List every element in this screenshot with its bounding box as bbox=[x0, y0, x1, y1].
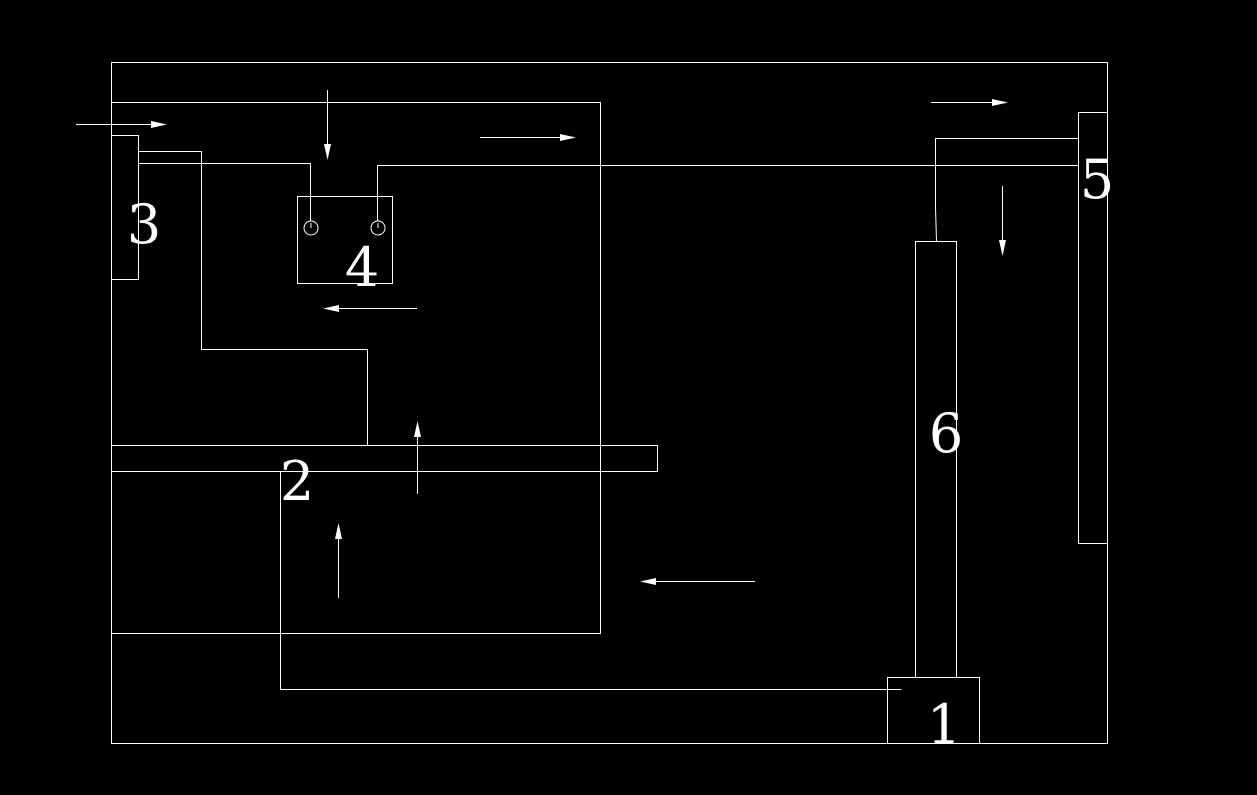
flow-arrow-down-top bbox=[324, 90, 331, 160]
flow-arrow-left-middle bbox=[640, 578, 755, 585]
flow-arrow-down-right bbox=[999, 186, 1006, 256]
pipe-2-to-1 bbox=[280, 471, 902, 690]
flow-arrow-right-top bbox=[480, 134, 576, 141]
label-component-1: 1 bbox=[927, 693, 961, 756]
flow-arrow-right-upper bbox=[931, 99, 1008, 106]
flow-arrow-up-2 bbox=[414, 421, 421, 494]
component-1-box bbox=[887, 677, 980, 744]
label-component-6: 6 bbox=[929, 402, 963, 465]
pipe-4-to-5 bbox=[377, 165, 1079, 221]
pipe-3-to-4 bbox=[138, 163, 311, 221]
flow-arrow-up-lower bbox=[335, 523, 342, 598]
flow-arrow-inlet bbox=[76, 121, 167, 128]
component-2-box bbox=[111, 445, 658, 472]
component-4-box bbox=[297, 196, 393, 284]
label-component-4: 4 bbox=[345, 236, 379, 299]
label-component-2: 2 bbox=[280, 450, 314, 513]
flow-arrow-left-under-4 bbox=[323, 305, 417, 312]
component-3-box bbox=[111, 135, 139, 280]
pipe-3-to-2 bbox=[138, 151, 368, 446]
component-5-box bbox=[1078, 112, 1108, 544]
label-component-3: 3 bbox=[127, 193, 161, 256]
pipe-5-to-6 bbox=[935, 138, 1079, 242]
inner-enclosure bbox=[111, 102, 601, 634]
label-component-5: 5 bbox=[1080, 148, 1114, 211]
